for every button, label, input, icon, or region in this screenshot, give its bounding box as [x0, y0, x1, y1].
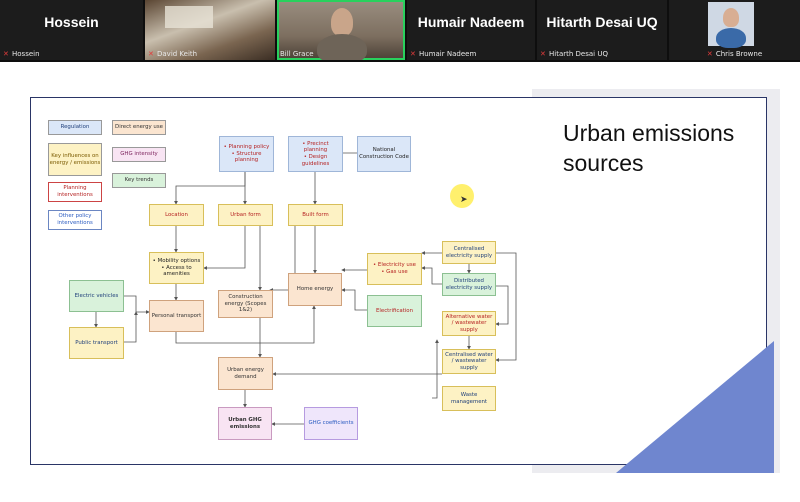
participant-tile-hitarth-desai[interactable]: Hitarth Desai UQ ✕Hitarth Desai UQ [537, 0, 667, 60]
avatar-head [723, 8, 739, 27]
video-window-glow [165, 6, 213, 28]
participant-label: ✕David Keith [148, 49, 198, 58]
node-precinct-planning: • Precinct planning • Design guidelines [288, 136, 343, 172]
mic-muted-icon: ✕ [410, 49, 416, 58]
participant-tile-hossein[interactable]: Hossein ✕Hossein [0, 0, 143, 60]
node-planning-policy: • Planning policy • Structure planning [219, 136, 274, 172]
mic-muted-icon: ✕ [3, 49, 9, 58]
node-national-construction-code: National Construction Code [357, 136, 411, 172]
participant-tile-chris-browne[interactable]: ✕Chris Browne [669, 0, 800, 60]
node-mobility-options: • Mobility options • Access to amenities [149, 252, 204, 284]
participant-label: ✕Humair Nadeem [410, 49, 477, 58]
mouse-pointer-icon: ➤ [460, 194, 468, 204]
node-centralised-water: Centralised water / wastewater supply [442, 349, 496, 374]
node-location: Location [149, 204, 204, 226]
node-construction-energy: Construction energy (Scopes 1&2) [218, 290, 273, 318]
participant-label: ✕Hitarth Desai UQ [540, 49, 608, 58]
participant-label: Bill Grace [280, 50, 314, 58]
node-home-energy: Home energy [288, 273, 342, 306]
video-person-head [331, 8, 353, 36]
node-ghg-coefficients: GHG coefficients [304, 407, 358, 440]
mic-muted-icon: ✕ [148, 49, 154, 58]
legend-ghg-intensity: GHG intensity [112, 147, 166, 162]
presenter-cursor-highlight [450, 184, 474, 208]
participant-tile-david-keith[interactable]: ✕David Keith [145, 0, 275, 60]
participant-name-large: Hitarth Desai UQ [546, 14, 658, 30]
participant-tile-bill-grace[interactable]: Bill Grace [277, 0, 405, 60]
participant-tile-humair-nadeem[interactable]: Humair Nadeem ✕Humair Nadeem [407, 0, 535, 60]
node-urban-energy-demand: Urban energy demand [218, 357, 273, 390]
mic-muted-icon: ✕ [540, 49, 546, 58]
node-electric-vehicles: Electric vehicles [69, 280, 124, 312]
node-centralised-electricity: Centralised electricity supply [442, 241, 496, 264]
legend-key-influences: Key influences on energy / emissions [48, 143, 102, 176]
participant-name-large: Humair Nadeem [417, 14, 525, 30]
node-electrification: Electrification [367, 295, 422, 327]
node-urban-form: Urban form [218, 204, 273, 226]
participant-name-large: Hossein [44, 14, 99, 30]
legend-planning-interventions: Planning interventions [48, 182, 102, 202]
legend-regulation: Regulation [48, 120, 102, 135]
avatar [708, 2, 754, 48]
node-urban-ghg-emissions: Urban GHG emissions [218, 407, 272, 440]
participant-label: ✕Chris Browne [706, 49, 763, 58]
legend-direct-energy: Direct energy use [112, 120, 166, 135]
node-personal-transport: Personal transport [149, 300, 204, 332]
avatar-shirt [716, 28, 746, 48]
node-distributed-electricity: Distributed electricity supply [442, 273, 496, 296]
node-waste-management: Waste management [442, 386, 496, 411]
participant-strip: Hossein ✕Hossein ✕David Keith Bill Grace… [0, 0, 800, 62]
legend-key-trends: Key trends [112, 173, 166, 188]
node-electricity-gas-use: • Electricity use • Gas use [367, 253, 422, 285]
video-person-body [317, 34, 367, 60]
mic-muted-icon: ✕ [706, 49, 713, 58]
node-public-transport: Public transport [69, 327, 124, 359]
participant-label: ✕Hossein [3, 49, 40, 58]
decorative-triangle [616, 341, 774, 473]
node-alternative-water: Alternative water / wastewater supply [442, 311, 496, 336]
node-built-form: Built form [288, 204, 343, 226]
legend-other-policy: Other policy interventions [48, 210, 102, 230]
slide-title: Urban emissions sources [563, 120, 735, 176]
